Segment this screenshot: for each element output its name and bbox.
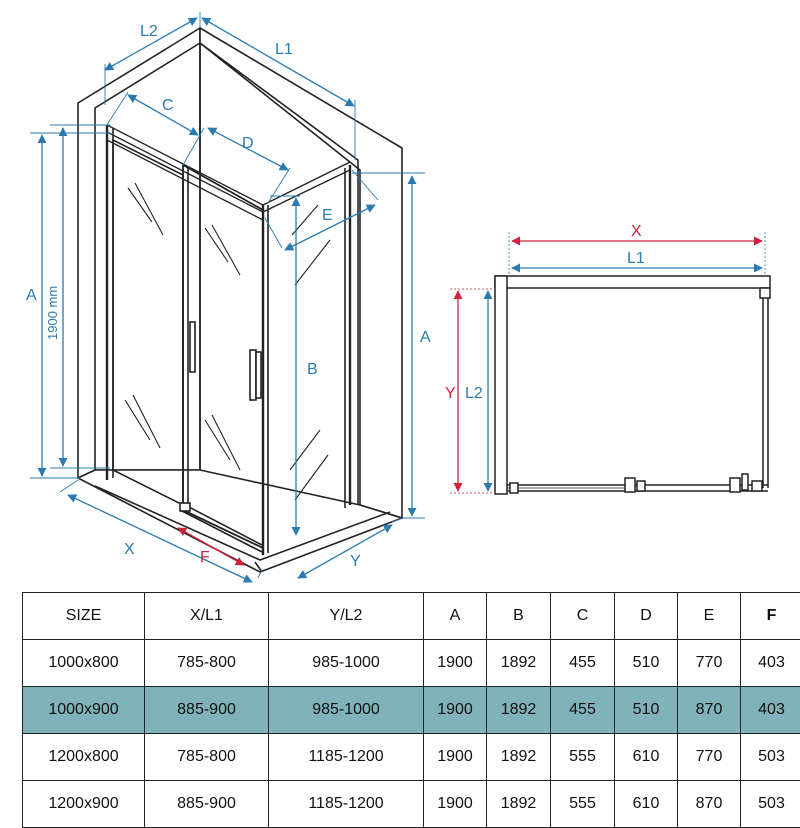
label-l1: L1 <box>275 41 293 58</box>
header-f: F <box>741 593 800 640</box>
table-cell: 1200x900 <box>23 781 145 828</box>
table-cell: 1892 <box>487 734 551 781</box>
header-e: E <box>678 593 741 640</box>
table-cell: 510 <box>615 640 678 687</box>
plan-roller-1 <box>625 478 635 492</box>
table-cell: 503 <box>741 734 800 781</box>
table-cell: 885-900 <box>145 781 269 828</box>
table-cell: 1000x800 <box>23 640 145 687</box>
label-a-right: A <box>420 329 431 346</box>
label-c: C <box>162 97 174 114</box>
table-cell: 555 <box>551 734 615 781</box>
plan-wall-left <box>495 276 507 494</box>
table-cell: 1900 <box>424 687 487 734</box>
label-l2: L2 <box>140 23 158 40</box>
isometric-view <box>78 28 402 572</box>
table-cell: 1900 <box>424 781 487 828</box>
label-f: F <box>200 549 210 566</box>
label-d: D <box>242 135 254 152</box>
table-cell: 403 <box>741 687 800 734</box>
header-c: C <box>551 593 615 640</box>
table-row: 1200x900 885-900 1185-1200 1900 1892 555… <box>23 781 800 828</box>
table-cell: 770 <box>678 640 741 687</box>
table-cell: 510 <box>615 687 678 734</box>
table-cell: 1892 <box>487 640 551 687</box>
shower-enclosure-diagram: L2 L1 C D E A 1900 mm B A X F Y X L1 Y L… <box>0 0 800 590</box>
table-cell: 1200x800 <box>23 734 145 781</box>
label-x: X <box>124 541 135 558</box>
table-cell: 785-800 <box>145 734 269 781</box>
table-row: 1200x800 785-800 1185-1200 1900 1892 555… <box>23 734 800 781</box>
header-a: A <box>424 593 487 640</box>
table-cell: 1892 <box>487 781 551 828</box>
plan-label-y: Y <box>445 385 456 402</box>
table-cell: 455 <box>551 687 615 734</box>
label-y: Y <box>350 553 361 570</box>
table-cell: 785-800 <box>145 640 269 687</box>
label-height-mm: 1900 mm <box>45 286 60 340</box>
table-cell: 870 <box>678 687 741 734</box>
header-y-l2: Y/L2 <box>269 593 424 640</box>
plan-label-l1: L1 <box>627 250 645 267</box>
table-cell: 1892 <box>487 687 551 734</box>
plan-view <box>495 276 770 494</box>
top-rail-side <box>263 162 350 212</box>
table-cell: 1185-1200 <box>269 734 424 781</box>
table-cell: 870 <box>678 781 741 828</box>
table-cell: 455 <box>551 640 615 687</box>
table-cell: 610 <box>615 734 678 781</box>
label-b: B <box>307 361 318 378</box>
table-cell: 1185-1200 <box>269 781 424 828</box>
left-wall <box>78 28 200 485</box>
header-size: SIZE <box>23 593 145 640</box>
table-cell: 403 <box>741 640 800 687</box>
table-row-highlighted: 1000x900 885-900 985-1000 1900 1892 455 … <box>23 687 800 734</box>
table-cell: 555 <box>551 781 615 828</box>
plan-wall-top <box>495 276 770 288</box>
label-a-left: A <box>26 287 37 304</box>
plan-label-l2: L2 <box>465 385 483 402</box>
header-b: B <box>487 593 551 640</box>
table-cell: 885-900 <box>145 687 269 734</box>
header-d: D <box>615 593 678 640</box>
table-cell: 1900 <box>424 640 487 687</box>
door-handle <box>250 350 256 400</box>
plan-roller-2 <box>730 478 740 492</box>
table-header-row: SIZE X/L1 Y/L2 A B C D E F <box>23 593 800 640</box>
table-row: 1000x800 785-800 985-1000 1900 1892 455 … <box>23 640 800 687</box>
table-cell: 1900 <box>424 734 487 781</box>
table-cell: 985-1000 <box>269 687 424 734</box>
plan-label-x: X <box>631 223 642 240</box>
table-cell: 610 <box>615 781 678 828</box>
size-specification-table: SIZE X/L1 Y/L2 A B C D E F 1000x800 785-… <box>22 592 800 828</box>
label-e: E <box>322 207 333 224</box>
right-wall <box>200 28 402 518</box>
table-cell: 985-1000 <box>269 640 424 687</box>
fixed-handle <box>190 322 195 372</box>
header-x-l1: X/L1 <box>145 593 269 640</box>
table-cell: 503 <box>741 781 800 828</box>
table-cell: 770 <box>678 734 741 781</box>
table-cell: 1000x900 <box>23 687 145 734</box>
